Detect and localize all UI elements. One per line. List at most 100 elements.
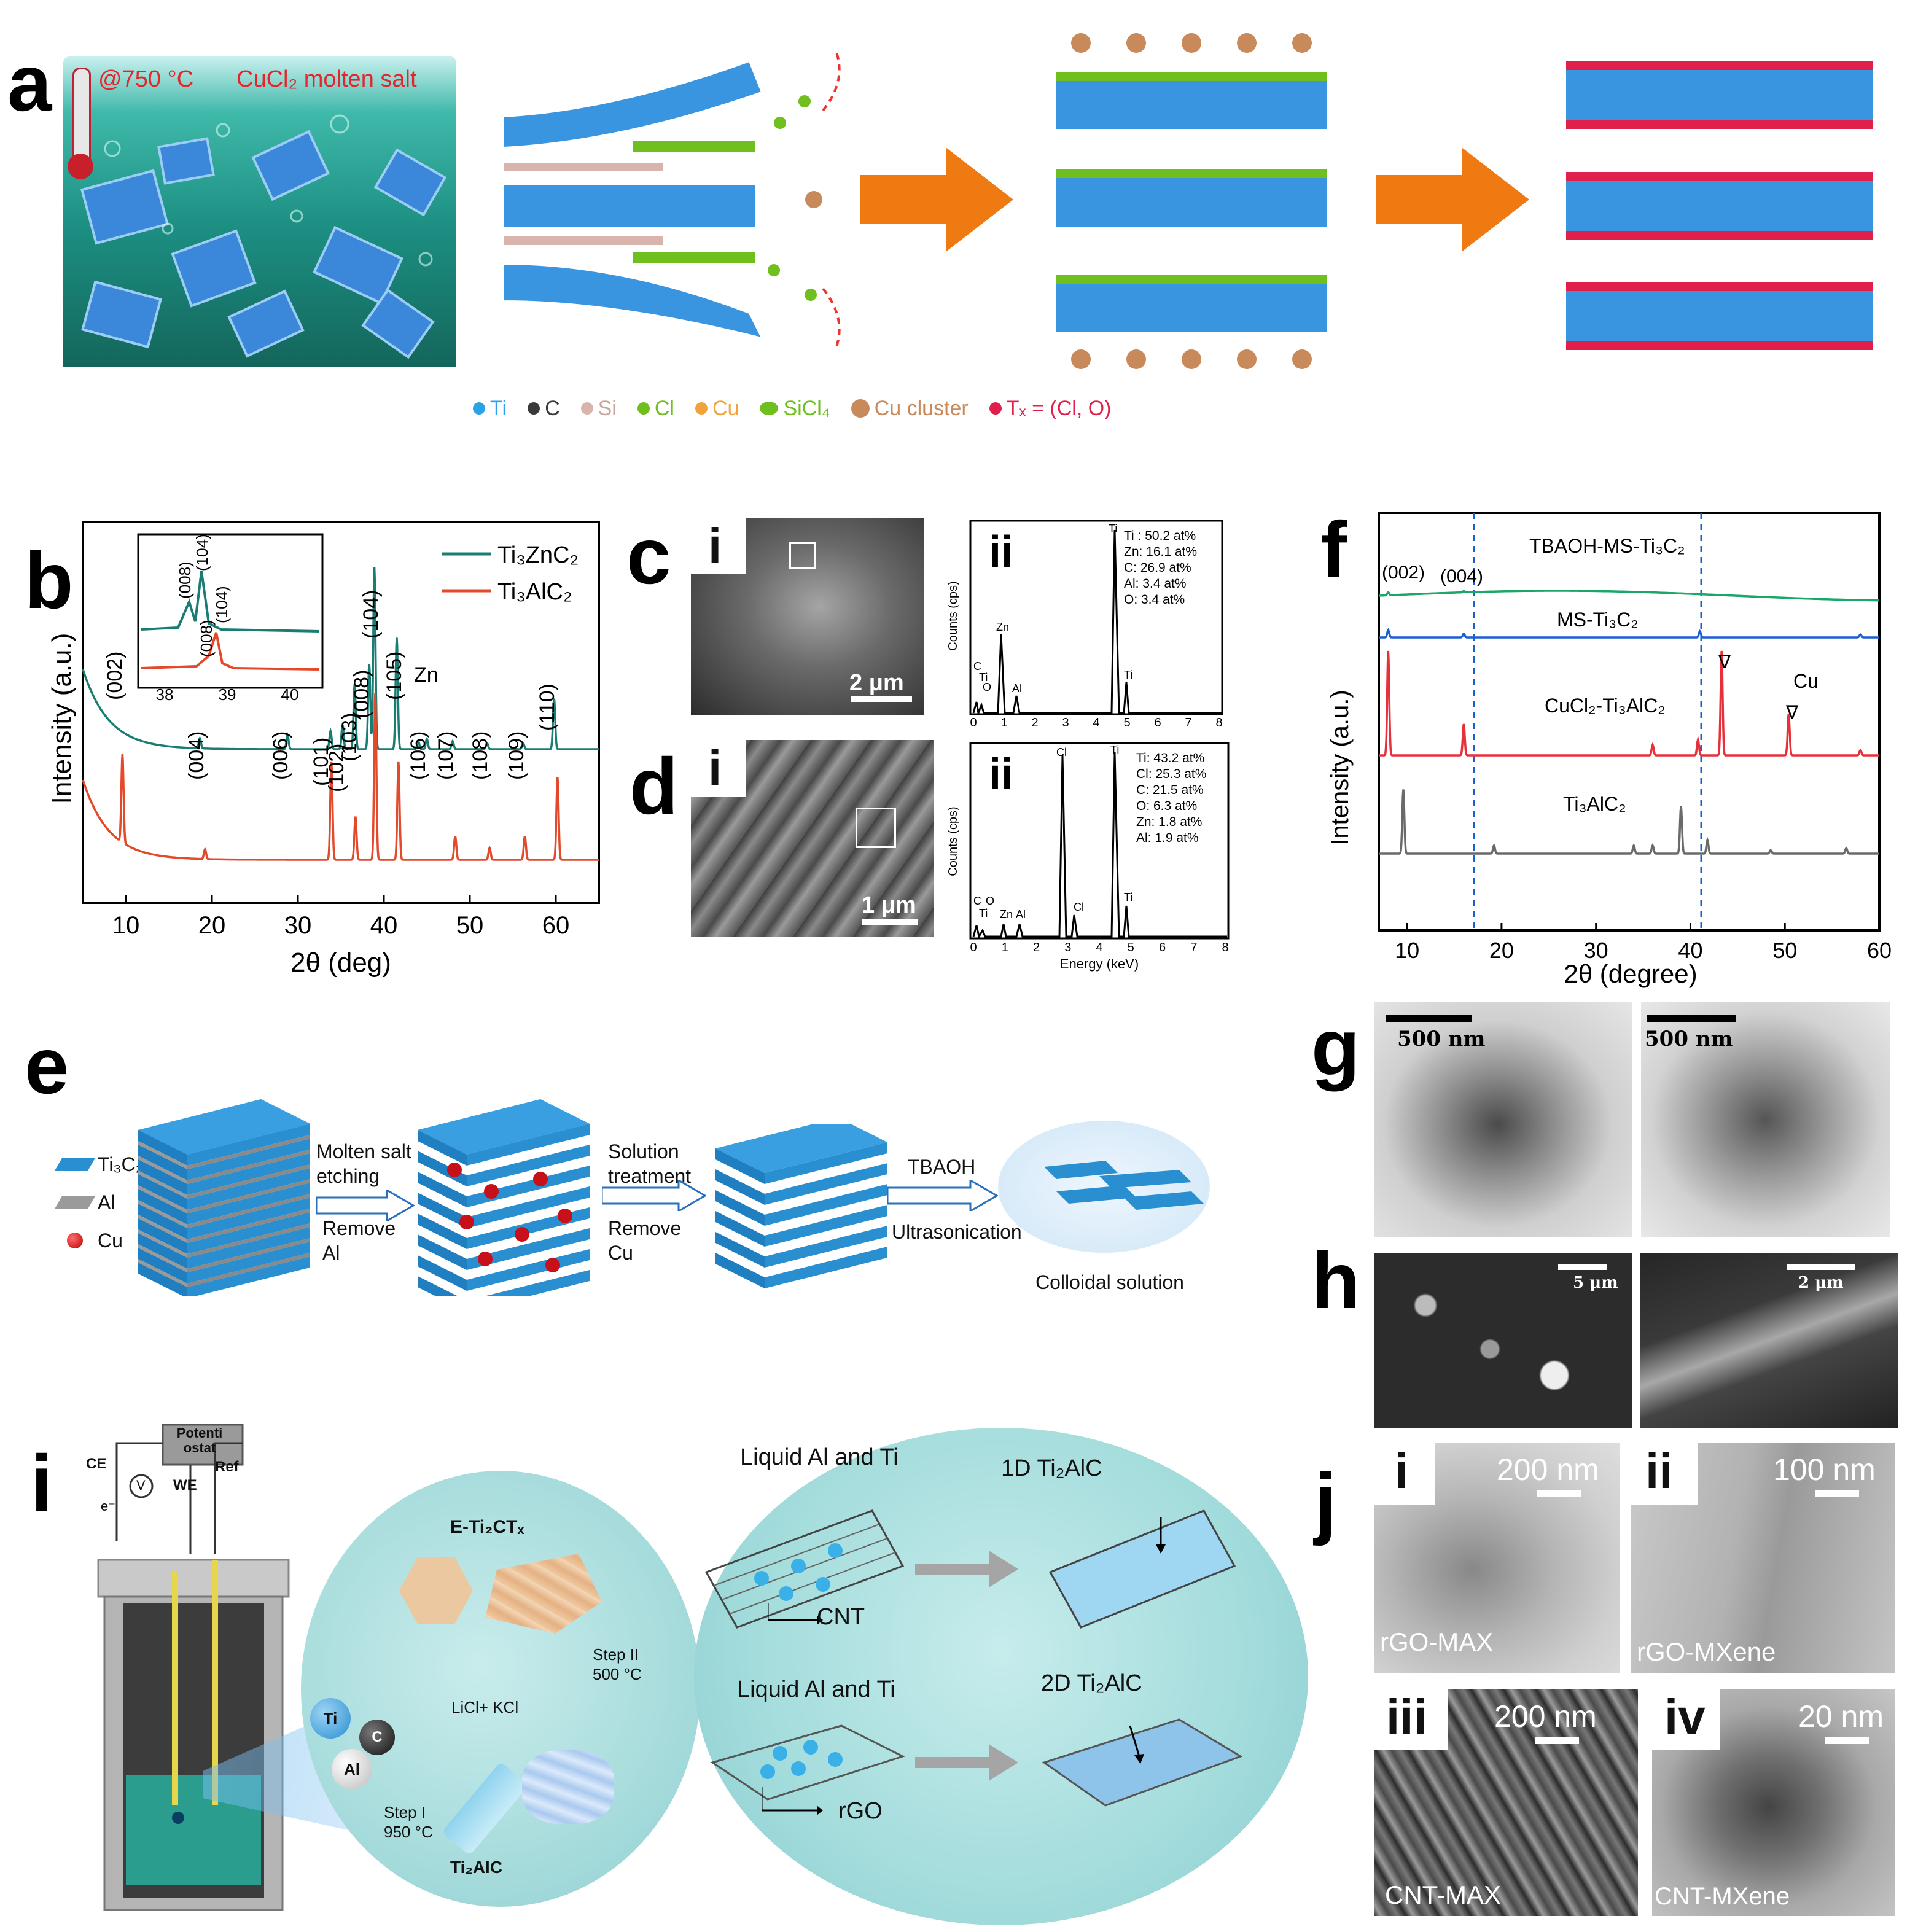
inset-tick-38: 38: [156, 685, 174, 704]
layer-side: [486, 1270, 590, 1296]
layer-front: [138, 1145, 187, 1180]
eds-c: C: 26.9 at%: [1124, 561, 1191, 575]
layer-front: [138, 1159, 187, 1195]
we-dot-icon: [172, 1812, 184, 1824]
plot-frame: [969, 742, 1230, 940]
layer-side: [187, 1242, 310, 1283]
licl-kcl-label: LiCl+ KCl: [451, 1698, 519, 1716]
x-tick-label: 4: [1093, 716, 1099, 726]
panel-label-j: j: [1314, 1457, 1337, 1546]
arrow-2-icon: [1376, 147, 1529, 252]
layer-side: [187, 1139, 310, 1180]
al-layer: [138, 1200, 187, 1228]
rgo-sheet: [710, 1724, 905, 1801]
panel-label-a: a: [7, 38, 52, 128]
ti-atom: Ti: [310, 1698, 351, 1739]
layer-side: [765, 1247, 887, 1288]
al-layer: [187, 1194, 310, 1228]
al-layer: [187, 1135, 310, 1169]
layer-front: [418, 1172, 467, 1207]
layer-front: [418, 1213, 467, 1249]
potentiostat-label: Potenti ostat: [176, 1425, 223, 1455]
step1-bottom-label: Remove Al: [322, 1217, 396, 1264]
layer-side: [765, 1226, 887, 1268]
x-axis-label: Energy (keV): [1060, 956, 1139, 972]
scale-label: 2 μm: [1798, 1274, 1844, 1292]
peak-label: (006): [269, 731, 292, 780]
eds-peak-cl: Cl: [1056, 746, 1067, 758]
cnt-label: CNT: [817, 1604, 865, 1630]
selection-box: [789, 542, 816, 569]
we-label: WE: [173, 1477, 197, 1494]
x-tick-label: 10: [112, 912, 140, 939]
y-axis-label: Counts (cps): [946, 581, 960, 650]
peak-label: (103): [338, 713, 361, 762]
cu-label: Cu: [1793, 670, 1819, 692]
plot-frame: [969, 520, 1223, 715]
scale-label: 500 nm: [1645, 1027, 1733, 1051]
x-tick-label: 30: [284, 912, 312, 939]
layer-side: [765, 1184, 887, 1226]
peak-label-004: (004): [1440, 566, 1483, 586]
series-line: [1379, 789, 1879, 855]
scale-bar: [1815, 1490, 1859, 1497]
series-line: [1379, 590, 1880, 602]
cl-atom-icon: [637, 402, 650, 415]
scale-label: 20 nm: [1798, 1699, 1884, 1734]
sub-label-d-i: i: [691, 740, 746, 797]
al-layer: [187, 1223, 310, 1258]
panel-label-f: f: [1320, 505, 1347, 594]
legend-tx: Tₓ = (Cl, O): [989, 397, 1111, 421]
x-tick-label: 1: [1002, 941, 1008, 954]
scale-bar: [1825, 1737, 1869, 1744]
x-tick-label: 0: [970, 941, 977, 954]
c-atom: C: [359, 1720, 395, 1755]
tem-image-j1: 200 nm rGO-MAX: [1374, 1443, 1620, 1673]
layer-front: [715, 1253, 765, 1288]
series-line: [82, 692, 599, 861]
bath-flakes: [80, 114, 447, 359]
layer-front: [418, 1255, 467, 1291]
sub-label-j-iv: iv: [1652, 1689, 1720, 1750]
al-layer: [138, 1170, 187, 1199]
eds-peak-ti2: Ti: [979, 907, 988, 919]
top-face: [138, 1099, 310, 1155]
x-tick-label: 20: [198, 912, 226, 939]
layer-side: [187, 1227, 310, 1269]
legend-cu: Cu: [58, 1221, 143, 1260]
arrow-2d-icon: [915, 1744, 1018, 1781]
peak-label: (106): [407, 731, 430, 780]
tem-image-g1: 500 nm: [1374, 1002, 1632, 1237]
scale-label: 200 nm: [1494, 1699, 1597, 1734]
layer-side: [187, 1153, 310, 1195]
x-tick-label: 40: [370, 912, 398, 939]
al-atom-label: Al: [344, 1759, 360, 1778]
x-tick-label: 8: [1222, 941, 1228, 954]
liquid-label-1: Liquid Al and Ti: [740, 1444, 899, 1470]
two-d-product: [1042, 1718, 1243, 1807]
image-label: CNT-MAX: [1385, 1880, 1501, 1909]
eds-al: Al: 1.9 at%: [1136, 831, 1199, 845]
c-atom-label: C: [372, 1729, 383, 1745]
step1-arrow-icon: [316, 1190, 415, 1221]
layer-side: [187, 1183, 310, 1225]
y-axis-label: Counts (cps): [946, 806, 960, 876]
cu-cluster-icon: [851, 399, 870, 418]
scale-bar: [1647, 1015, 1736, 1022]
x-tick-label: 60: [542, 912, 570, 939]
legend-ti: Ti: [473, 397, 507, 421]
eds-peak-ti: Ti: [1109, 523, 1117, 535]
max-stack-block: [138, 1099, 310, 1296]
x-tick-label: 6: [1154, 716, 1161, 726]
x-tick-label: 0: [970, 716, 977, 726]
peak-label: Zn: [414, 663, 439, 687]
etched-stack-block: [418, 1099, 590, 1296]
layer-front: [138, 1218, 187, 1254]
ti-atom-label: Ti: [323, 1708, 338, 1728]
cnt-tube: [704, 1509, 905, 1629]
layer-front: [138, 1263, 187, 1296]
layer-side: [187, 1256, 310, 1296]
eds-peak-ti3: Ti: [1124, 891, 1132, 903]
